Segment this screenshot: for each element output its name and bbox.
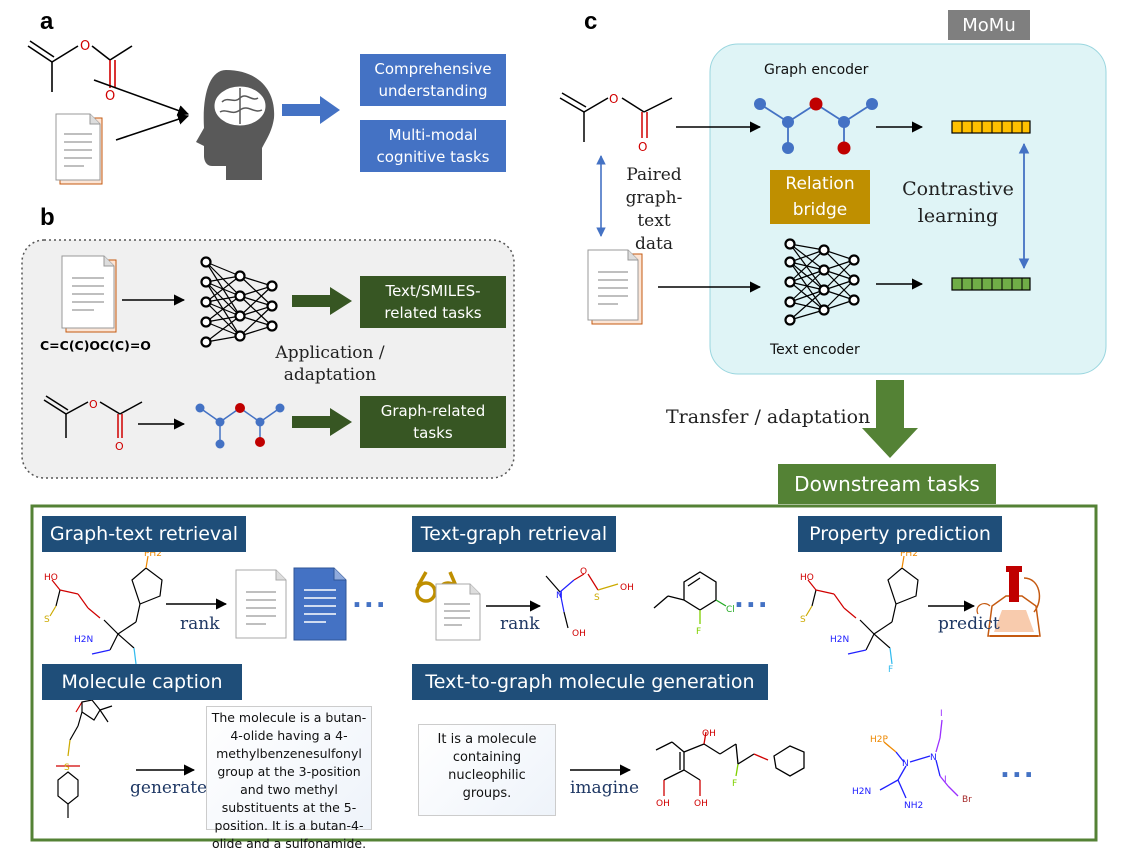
atom-ho: HO	[800, 573, 814, 583]
comprehensive-understanding-box: Comprehensive understanding	[360, 54, 506, 106]
text-smiles-tasks-box: Text/SMILES-related tasks	[360, 276, 506, 328]
atom-oh: OH	[694, 799, 708, 809]
text-graph-retrieval-title: Text-graph retrieval	[412, 516, 616, 552]
rank-label: rank	[500, 614, 540, 634]
generation-prompt-text: It is a molecule containing nucleophilic…	[418, 724, 556, 816]
atom-s: S	[594, 593, 600, 603]
atom-h2n: H2N	[74, 635, 93, 645]
panel-a-o1: O	[80, 39, 90, 54]
multimodal-tasks-box: Multi-modal cognitive tasks	[360, 120, 506, 172]
document-icon	[587, 249, 643, 325]
text-encoder-network	[784, 238, 860, 326]
atom-oh: OH	[572, 629, 586, 639]
molecule-caption-title: Molecule caption	[42, 664, 242, 700]
tgr-molecule-1	[545, 573, 619, 629]
rank-label: rank	[180, 614, 220, 634]
atom-oh: OH	[702, 729, 716, 739]
property-prediction-title: Property prediction	[798, 516, 1002, 552]
panel-a-molecule	[27, 40, 133, 92]
imagine-label: imagine	[570, 778, 640, 798]
atom-i: I	[944, 775, 947, 785]
atom-cl: Cl	[726, 605, 735, 615]
transfer-arrow	[862, 380, 918, 458]
contrastive-learning-label: Contrastive learning	[902, 178, 1014, 227]
smiles-string: C=C(C)OC(C)=O	[40, 338, 151, 353]
downstream-tasks-header: Downstream tasks	[778, 464, 996, 504]
atom-o: O	[115, 440, 124, 453]
atom-oh: OH	[620, 583, 634, 593]
transfer-adaptation-label: Transfer / adaptation	[666, 406, 871, 428]
brain-head-icon	[196, 70, 275, 180]
graph-tasks-box: Graph-related tasks	[360, 396, 506, 448]
gtr-molecule	[49, 555, 163, 665]
atom-oh: OH	[656, 799, 670, 809]
atom-n: N	[902, 759, 909, 769]
atom-f: F	[888, 665, 893, 675]
atom-ph2: PH2	[900, 549, 918, 559]
atom-n: N	[556, 591, 563, 601]
atom-o: O	[638, 140, 647, 154]
relation-bridge-box: Relation bridge	[770, 170, 870, 224]
atom-h2n: H2N	[830, 635, 849, 645]
molecular-graph-icon	[195, 403, 285, 449]
panel-a-block-arrow	[282, 96, 340, 124]
t2g-ellipsis: ...	[1000, 754, 1036, 784]
atom-ph2: PH2	[144, 549, 162, 559]
atom-f: F	[696, 627, 701, 637]
document-icon	[435, 583, 481, 641]
document-icon	[61, 255, 117, 333]
t2g-molecule-1	[655, 731, 805, 796]
atom-i: I	[940, 709, 943, 719]
document-icon	[55, 113, 103, 185]
graph-encoder-graph	[754, 97, 878, 155]
atom-s: S	[44, 615, 50, 625]
graph-encoder-label: Graph encoder	[764, 62, 869, 78]
atom-o: O	[89, 398, 98, 411]
atom-ho: HO	[44, 573, 58, 583]
document-icon	[293, 567, 347, 641]
paired-data-label: Paired graph-text data	[625, 165, 683, 254]
atom-n: N	[930, 753, 937, 763]
t2g-molecule-2	[879, 719, 959, 799]
panel-a-o2: O	[105, 89, 115, 104]
graph-text-retrieval-title: Graph-text retrieval	[42, 516, 246, 552]
tgr-molecule-2	[653, 571, 727, 624]
atom-f: F	[732, 779, 737, 789]
atom-o: O	[609, 92, 618, 106]
atom-h2p: H2P	[870, 735, 888, 745]
panel-b-block-arrow-1	[292, 287, 352, 315]
application-adaptation-label: Application / adaptation	[275, 343, 385, 385]
tgr-ellipsis: ...	[734, 584, 770, 614]
text-feature-vector	[951, 277, 1031, 291]
panel-b-letter: b	[40, 204, 55, 231]
atom-br: Br	[962, 795, 972, 805]
microscope-icon	[976, 566, 1041, 637]
panel-c-molecule	[559, 92, 673, 142]
atom-s: S	[800, 615, 806, 625]
molecule-caption-text: The molecule is a butan-4-olide having a…	[206, 706, 372, 851]
momu-badge: MoMu	[948, 10, 1030, 40]
atom-h2n: H2N	[852, 787, 871, 797]
atom-nh2: NH2	[904, 801, 923, 811]
neural-network-icon	[200, 256, 278, 348]
generate-label: generate	[130, 778, 208, 798]
panel-b-block-arrow-2	[292, 408, 352, 436]
atom-s: S	[64, 763, 70, 773]
panel-b-molecule	[43, 395, 143, 438]
pp-molecule	[805, 555, 919, 665]
text-to-graph-title: Text-to-graph molecule generation	[412, 664, 768, 700]
text-encoder-label: Text encoder	[770, 342, 860, 358]
panel-a-letter: a	[40, 8, 54, 35]
panel-c-letter: c	[584, 8, 598, 35]
graph-feature-vector	[951, 120, 1031, 134]
gtr-ellipsis: ...	[352, 584, 388, 614]
document-icon	[235, 569, 287, 639]
atom-o: O	[580, 567, 587, 577]
predict-label: predict	[938, 614, 1000, 634]
